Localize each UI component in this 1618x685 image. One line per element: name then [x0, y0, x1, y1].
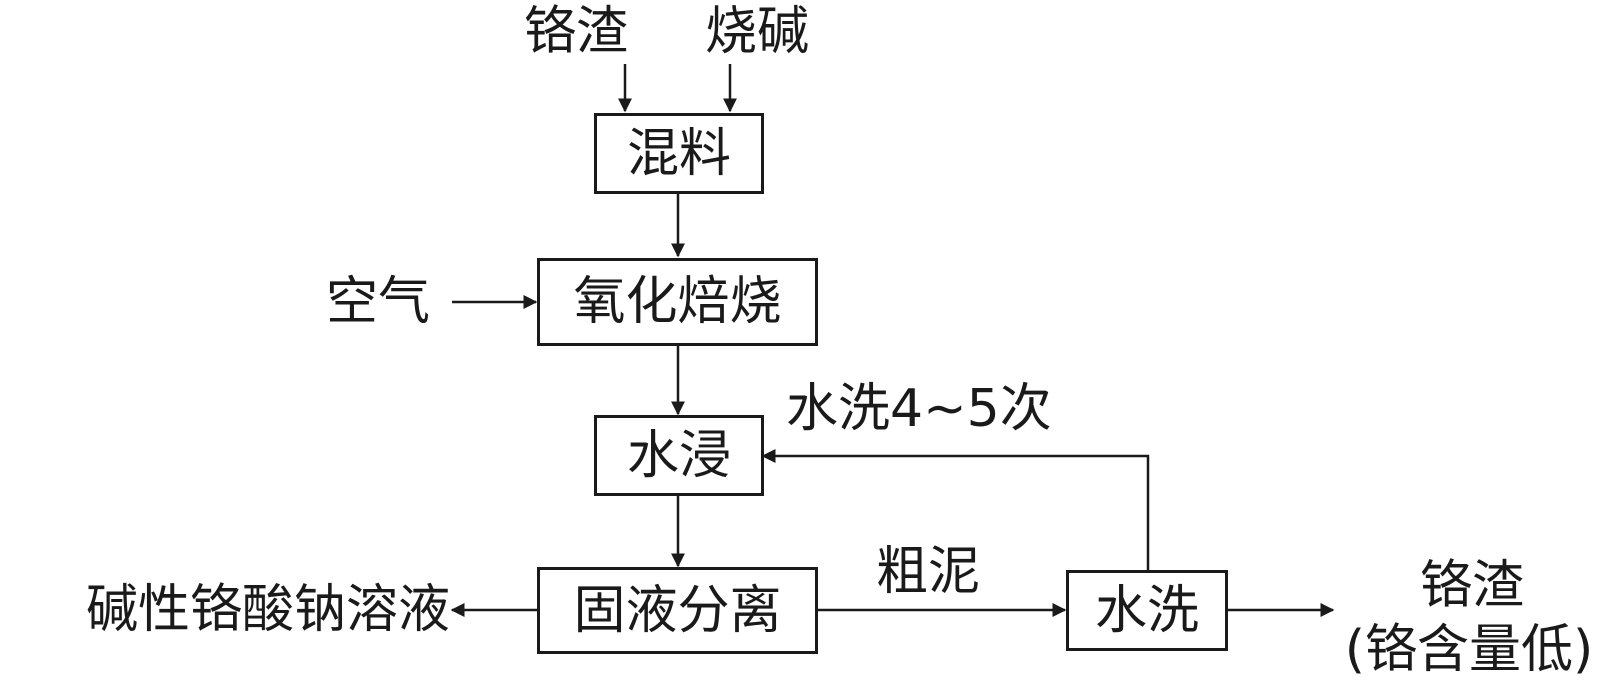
step-mixing: 混料	[594, 113, 764, 194]
step-water-leaching-label: 水浸	[626, 425, 731, 486]
input-air: 空气	[326, 272, 431, 332]
step-water-leaching: 水浸	[594, 415, 764, 496]
step-solid-liquid-separation-label: 固液分离	[573, 580, 782, 641]
input-chromium-slag: 铬渣	[524, 2, 629, 62]
output-residue-line2: (铬含量低)	[1344, 620, 1594, 680]
output-residue-line1: 铬渣	[1419, 556, 1524, 616]
step-mixing-label: 混料	[626, 123, 731, 184]
step-oxidative-roasting: 氧化焙烧	[537, 258, 818, 346]
input-caustic-soda: 烧碱	[705, 2, 810, 62]
step-oxidative-roasting-label: 氧化焙烧	[573, 272, 782, 332]
step-water-washing-label: 水洗	[1094, 580, 1199, 641]
step-solid-liquid-separation: 固液分离	[537, 567, 818, 654]
edge-label-coarse-mud: 粗泥	[876, 542, 981, 602]
output-sodium-chromate-solution: 碱性铬酸钠溶液	[85, 580, 450, 640]
step-water-washing: 水洗	[1066, 570, 1228, 651]
arrow-washing-recycle-to-leaching	[761, 449, 1150, 570]
edge-label-wash-recycle: 水洗4~5次	[786, 379, 1052, 439]
